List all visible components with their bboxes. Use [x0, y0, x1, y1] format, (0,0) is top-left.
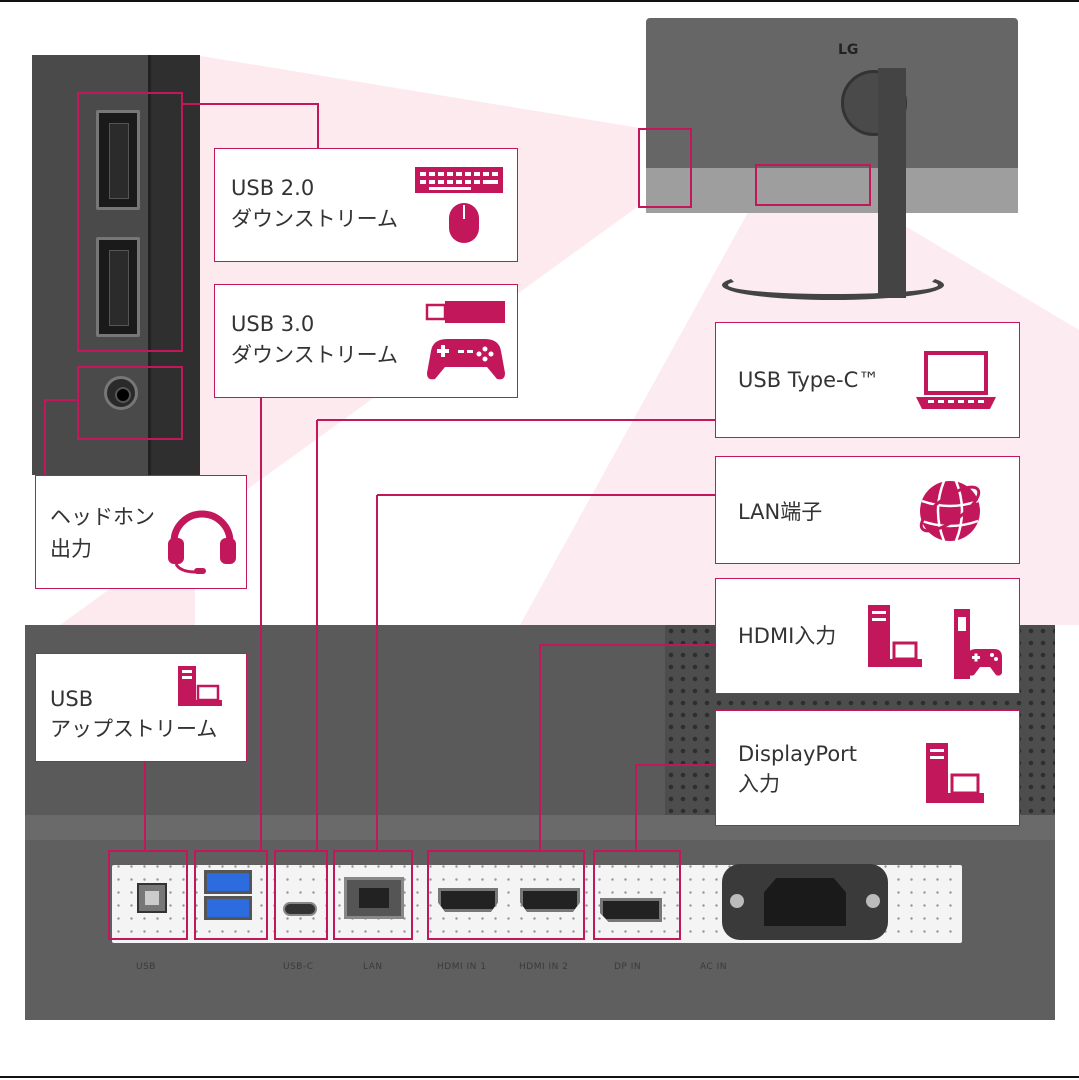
hdmi-port-2 — [520, 888, 580, 912]
usb2-highlight — [77, 92, 183, 352]
label-lan-line1: LAN端子 — [738, 500, 823, 524]
lg-logo: LG — [838, 42, 859, 58]
label-dp-line1: DisplayPort — [738, 742, 858, 766]
monitor-base — [722, 270, 944, 300]
usb3-port-2 — [204, 896, 252, 920]
port-text-dp: DP IN — [614, 962, 642, 972]
usb-c-port — [283, 902, 317, 916]
pc-laptop-icon-2 — [868, 605, 922, 667]
top-border — [0, 0, 1079, 2]
port-text-hdmi2: HDMI IN 2 — [519, 962, 569, 972]
lan-port — [344, 877, 404, 919]
keyboard-mouse-icon — [415, 167, 503, 243]
thumb-side-highlight — [638, 128, 692, 208]
thumb-bottom-highlight — [755, 164, 871, 206]
headphones-icon — [168, 510, 236, 574]
console-gamepad-icon — [954, 609, 1002, 679]
bottom-border — [0, 1076, 1079, 1078]
port-text-c: USB-C — [283, 962, 314, 972]
hl-dp — [593, 850, 681, 940]
usb3-port-1 — [204, 870, 252, 894]
label-usbup-line2: アップストリーム — [50, 717, 218, 741]
label-usb30-line1: USB 3.0 — [231, 312, 315, 336]
port-text-up: USB — [136, 962, 156, 972]
label-usb30: USB 3.0 ダウンストリーム — [214, 284, 518, 398]
label-usb20: USB 2.0 ダウンストリーム — [214, 148, 518, 262]
label-usbup-line1: USB — [50, 687, 94, 711]
label-typec: USB Type-C™ — [715, 322, 1020, 438]
label-headphone-line1: ヘッドホン — [50, 505, 155, 529]
hdmi-port-1 — [438, 888, 498, 912]
label-typec-line1: USB Type-C™ — [738, 368, 880, 392]
headphone-jack — [104, 376, 138, 410]
label-usb30-line2: ダウンストリーム — [231, 343, 398, 367]
port-text-ac: AC IN — [700, 962, 728, 972]
monitor-stand — [878, 68, 906, 298]
label-headphone: ヘッドホン 出力 — [35, 475, 247, 589]
hl-usb-up — [108, 850, 188, 940]
monitor-back — [646, 18, 1018, 213]
hl-hdmi — [427, 850, 585, 940]
laptop-icon — [916, 351, 996, 409]
hl-usb3 — [194, 850, 268, 940]
usb-stick-gamepad-icon — [425, 301, 505, 380]
displayport-port — [600, 898, 662, 922]
port-text-lan: LAN — [363, 962, 383, 972]
label-hdmi-line1: HDMI入力 — [738, 624, 837, 648]
pc-laptop-icon — [178, 666, 222, 706]
usb-b-port — [137, 883, 167, 913]
hl-lan — [333, 850, 413, 940]
label-usb20-line1: USB 2.0 — [231, 176, 315, 200]
label-hdmi: HDMI入力 — [715, 578, 1020, 694]
port-text-hdmi1: HDMI IN 1 — [437, 962, 487, 972]
usb2-port-1 — [96, 110, 140, 210]
headphone-highlight — [77, 366, 183, 440]
label-usb20-line2: ダウンストリーム — [231, 207, 398, 231]
usb2-port-2 — [96, 237, 140, 337]
pc-laptop-icon-3 — [926, 743, 984, 803]
globe-icon — [919, 480, 981, 542]
label-headphone-line2: 出力 — [50, 537, 92, 561]
hl-usb-c — [274, 850, 328, 940]
label-lan: LAN端子 — [715, 456, 1020, 564]
label-dp-line2: 入力 — [738, 772, 780, 796]
ac-inlet — [722, 864, 888, 940]
label-usbup: USB アップストリーム — [35, 653, 247, 762]
label-dp: DisplayPort 入力 — [715, 710, 1020, 826]
